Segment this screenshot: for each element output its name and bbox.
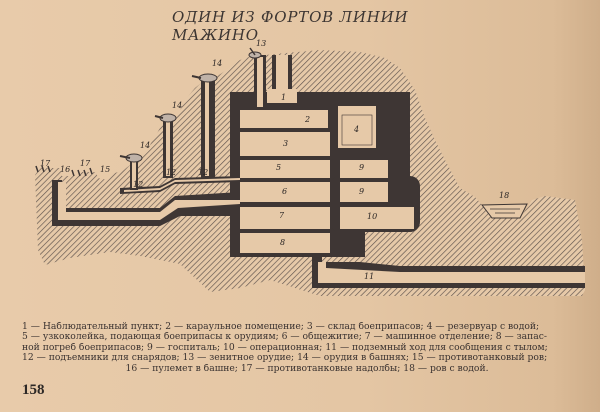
legend-line: 1 — Наблюдательный пункт; 2 — караульное… <box>22 322 540 332</box>
room-9a <box>340 160 388 178</box>
legend-line: ной погреб боеприпасов; 9 — госпиталь; 1… <box>22 342 548 353</box>
room-9b <box>340 182 388 202</box>
label-2: 2 <box>304 115 310 124</box>
diagram-title: ОДИН ИЗ ФОРТОВ ЛИНИИ МАЖИНО <box>172 8 409 44</box>
label-16: 16 <box>60 165 70 174</box>
label-7: 7 <box>279 211 285 220</box>
turret-14c <box>198 73 218 83</box>
legend: 1 — Наблюдательный пункт; 2 — караульное… <box>22 322 592 374</box>
label-14c: 14 <box>212 59 222 68</box>
anti-tank-obstacles <box>35 165 93 177</box>
label-14a: 14 <box>140 141 150 150</box>
label-18: 18 <box>499 191 509 200</box>
label-3: 3 <box>283 139 288 148</box>
label-5: 5 <box>276 163 281 172</box>
label-12b: 12 <box>166 168 176 177</box>
label-9a: 9 <box>359 163 364 172</box>
room-10 <box>340 207 414 229</box>
legend-line: 16 — пулемет в башне; 17 — противотанков… <box>125 363 489 374</box>
label-10: 10 <box>367 212 377 221</box>
water-ditch <box>481 203 528 219</box>
legend-line: 12 — подъемники для снарядов; 13 — зенит… <box>22 353 548 364</box>
label-6: 6 <box>282 187 287 196</box>
label-12a: 12 <box>133 180 143 189</box>
room-5 <box>240 160 330 178</box>
room-6 <box>240 182 330 202</box>
label-1: 1 <box>281 93 286 102</box>
label-9b: 9 <box>359 187 364 196</box>
label-8: 8 <box>280 238 285 247</box>
label-14b: 14 <box>172 101 182 110</box>
label-12c: 12 <box>198 168 208 177</box>
label-11: 11 <box>364 272 374 281</box>
label-17b: 17 <box>40 159 51 168</box>
page-number: 158 <box>22 382 45 398</box>
label-17a: 17 <box>80 159 91 168</box>
label-15: 15 <box>100 165 110 174</box>
label-13: 13 <box>256 39 266 48</box>
label-4: 4 <box>353 125 359 134</box>
legend-line: 5 — узкоколейка, подающая боеприпасы к о… <box>22 332 547 343</box>
room-1 <box>267 89 297 103</box>
room-7 <box>240 207 330 229</box>
room-8 <box>240 233 330 253</box>
room-3 <box>240 132 330 156</box>
room-2 <box>240 110 328 128</box>
fort-cross-section-diagram: 1 2 3 4 5 6 7 8 9 9 10 11 12 12 12 13 14… <box>35 39 585 296</box>
